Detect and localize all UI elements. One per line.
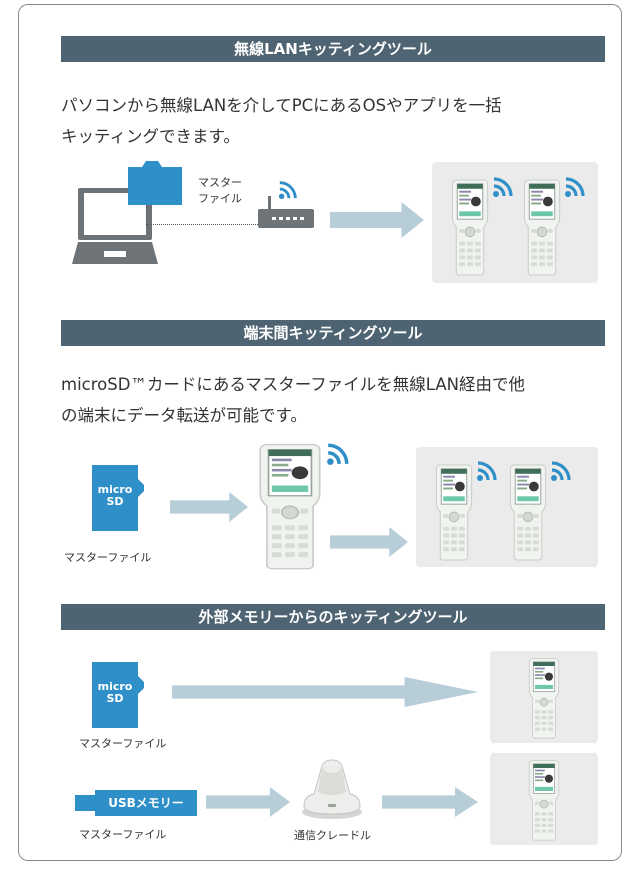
section-description-device-to-device: microSD™カードにあるマスターファイルを無線LAN経由で他 の端末にデータ… — [61, 369, 611, 431]
wifi-icon — [476, 460, 498, 482]
handheld-terminal-icon — [527, 759, 561, 841]
arrow-right-icon — [206, 787, 290, 817]
connection-line — [146, 206, 148, 226]
folder-label-line: ファイル — [198, 192, 242, 205]
section-header-device-to-device: 端末間キッティングツール — [61, 320, 605, 346]
desc-line: microSD™カードにあるマスターファイルを無線LAN経由で他 — [61, 375, 525, 394]
desc-line: の端末にデータ転送が可能です。 — [61, 406, 307, 425]
folder-label-line: マスター — [198, 176, 242, 189]
arrow-right-icon — [330, 202, 424, 238]
desc-line: キッティングできます。 — [61, 127, 240, 146]
arrow-right-icon — [330, 527, 408, 557]
wifi-icon — [492, 176, 514, 198]
arrow-right-icon — [172, 677, 478, 707]
usb-memory-icon — [75, 790, 197, 816]
desc-line: パソコンから無線LANを介してPCにあるOSやアプリを一括 — [61, 96, 502, 115]
content-frame — [18, 4, 622, 861]
sd-label-line: micro — [97, 483, 133, 496]
handheld-terminal-icon — [450, 178, 490, 276]
sd-label-line: SD — [106, 495, 124, 508]
microsd-card-label: micro SD — [92, 681, 138, 705]
handheld-terminal-icon — [257, 442, 323, 570]
wifi-icon — [550, 460, 572, 482]
sd-label-line: micro — [97, 680, 133, 693]
arrow-right-icon — [382, 787, 478, 817]
usb-caption: マスターファイル — [79, 828, 167, 841]
connection-line — [146, 224, 258, 226]
cradle-caption: 通信クレードル — [294, 829, 371, 842]
handheld-terminal-icon — [527, 657, 561, 739]
section-header-wireless-lan: 無線LANキッティングツール — [61, 36, 605, 62]
sd-caption: マスターファイル — [79, 737, 167, 750]
handheld-terminal-icon — [508, 463, 548, 561]
sd-caption: マスターファイル — [64, 551, 152, 564]
router-icon — [258, 196, 314, 228]
folder-icon — [128, 161, 182, 205]
wifi-icon — [326, 442, 350, 466]
sd-label-line: SD — [106, 692, 124, 705]
section-description-wireless-lan: パソコンから無線LANを介してPCにあるOSやアプリを一括 キッティングできます… — [61, 90, 611, 152]
wifi-icon — [278, 180, 298, 200]
folder-label: マスター ファイル — [198, 174, 242, 206]
handheld-terminal-icon — [522, 178, 562, 276]
cradle-icon — [302, 759, 362, 819]
wifi-icon — [564, 176, 586, 198]
section-header-external-memory: 外部メモリーからのキッティングツール — [61, 604, 605, 630]
microsd-card-label: micro SD — [92, 484, 138, 508]
handheld-terminal-icon — [434, 463, 474, 561]
arrow-right-icon — [170, 492, 248, 522]
usb-memory-label: USBメモリー — [108, 796, 184, 810]
